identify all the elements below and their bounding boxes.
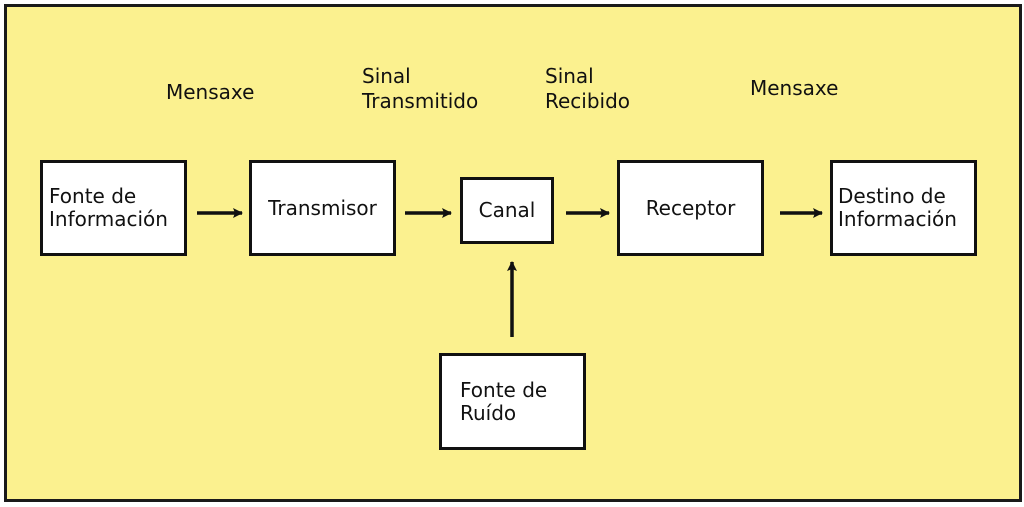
box-channel: Canal bbox=[460, 177, 554, 244]
box-receiver: Receptor bbox=[617, 160, 764, 256]
label-mensaxe-destination: Mensaxe bbox=[750, 76, 839, 100]
box-information-destination: Destino de Información bbox=[830, 160, 977, 256]
box-transmitter: Transmisor bbox=[249, 160, 396, 256]
label-mensaxe-source: Mensaxe bbox=[166, 80, 255, 104]
box-information-source: Fonte de Información bbox=[40, 160, 187, 256]
label-sinal-recibido: Sinal Recibido bbox=[545, 64, 631, 113]
label-sinal-transmitido: Sinal Transmitido bbox=[362, 64, 479, 113]
box-noise-source: Fonte de Ruído bbox=[439, 353, 586, 450]
